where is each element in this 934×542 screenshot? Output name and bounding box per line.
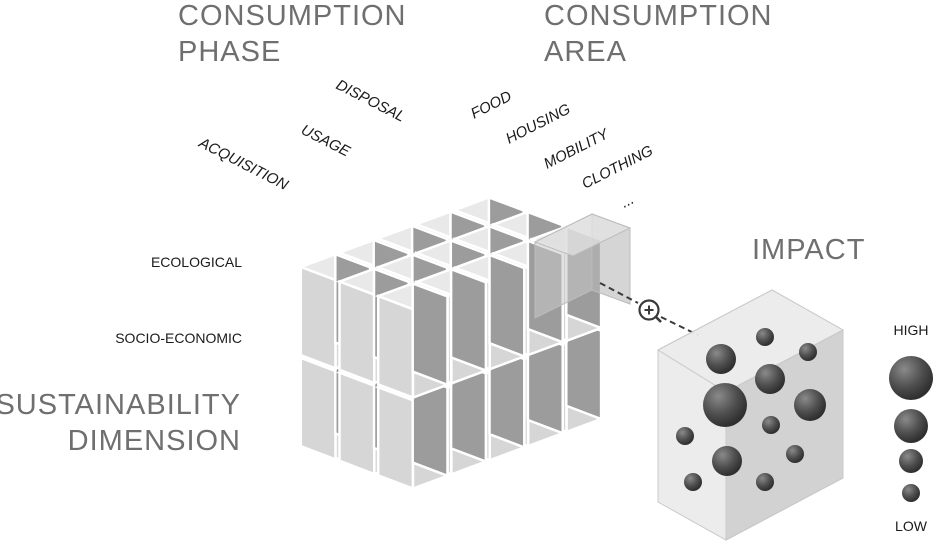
impact-bubble bbox=[755, 364, 785, 394]
impact-bubble bbox=[756, 328, 774, 346]
highlighted-cell bbox=[533, 213, 632, 319]
impact-bubble bbox=[684, 473, 702, 491]
impact-bubble bbox=[786, 445, 804, 463]
impact-bubble bbox=[676, 427, 694, 445]
dimension-label-ecological: ECOLOGICAL bbox=[151, 254, 242, 270]
impact-bubble bbox=[799, 343, 817, 361]
impact-bubble bbox=[762, 416, 780, 434]
sustainability-dimension-heading-line1: SUSTAINABILITY bbox=[0, 389, 241, 421]
cube-cell-left bbox=[338, 279, 376, 385]
impact-bubble bbox=[703, 383, 747, 427]
impact-cube bbox=[656, 289, 845, 541]
cube-cell-right bbox=[488, 253, 526, 359]
phase-label-acquisition: ACQUISITION bbox=[195, 134, 291, 194]
zoom-connector-line bbox=[599, 282, 639, 304]
cube-cell-left bbox=[376, 385, 415, 491]
cube-cell-left bbox=[376, 294, 415, 400]
area-label-food: FOOD bbox=[468, 88, 514, 123]
impact-heading: IMPACT bbox=[752, 234, 865, 266]
legend-bubble-high bbox=[889, 356, 933, 400]
impact-bubbles bbox=[676, 328, 826, 491]
cube-cell-right bbox=[411, 281, 449, 387]
cube-cell-left bbox=[338, 370, 376, 476]
impact-bubble bbox=[712, 446, 742, 476]
magnifier-plus-icon[interactable] bbox=[638, 299, 662, 323]
sustainability-dimension-heading-line2: DIMENSION bbox=[68, 425, 241, 457]
cube-cell-left bbox=[299, 356, 337, 462]
legend-bubble-medium-high bbox=[894, 409, 928, 443]
legend-bubble-medium-low bbox=[899, 449, 923, 473]
phase-label-disposal: DISPOSAL bbox=[333, 76, 408, 125]
impact-bubble bbox=[794, 389, 826, 421]
impact-legend: HIGH LOW bbox=[889, 322, 933, 534]
consumption-phase-heading-line2: PHASE bbox=[178, 36, 281, 68]
consumption-cube bbox=[297, 195, 605, 491]
impact-bubble bbox=[756, 473, 774, 491]
area-label-more: ... bbox=[618, 191, 637, 212]
legend-high-label: HIGH bbox=[894, 322, 929, 338]
cube-cell-left bbox=[299, 265, 337, 371]
dimension-label-socio-economic: SOCIO-ECONOMIC bbox=[115, 330, 242, 346]
area-label-housing: HOUSING bbox=[503, 100, 573, 147]
consumption-phase-heading-line1: CONSUMPTION bbox=[178, 0, 407, 32]
cube-cell-right bbox=[449, 267, 488, 373]
impact-bubble bbox=[706, 344, 736, 374]
phase-label-usage: USAGE bbox=[298, 121, 353, 160]
legend-low-label: LOW bbox=[895, 518, 928, 534]
consumption-area-heading-line2: AREA bbox=[544, 36, 627, 68]
legend-bubble-low bbox=[902, 484, 920, 502]
consumption-area-heading-line1: CONSUMPTION bbox=[544, 0, 773, 32]
